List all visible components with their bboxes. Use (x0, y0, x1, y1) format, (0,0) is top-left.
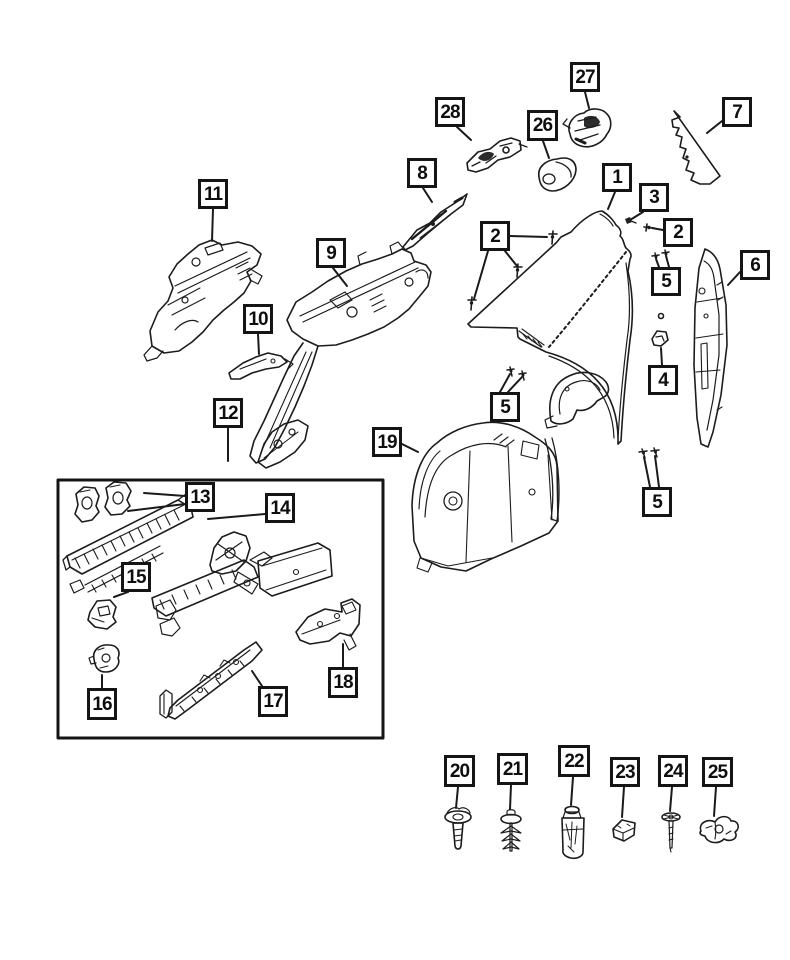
callout-box-2-right: 2 (663, 218, 693, 247)
part-10-bracket-drawing (228, 352, 294, 380)
leader-line-10 (257, 333, 260, 355)
part-6-reinforcement-drawing (693, 248, 728, 448)
leader-line-20 (455, 786, 459, 809)
leader-line-26 (542, 140, 550, 159)
callout-box-24: 24 (658, 755, 688, 787)
callout-box-12: 12 (213, 398, 243, 428)
callout-box-6: 6 (740, 250, 770, 280)
leader-line-24 (669, 786, 673, 812)
leader-line-2-left (504, 250, 518, 267)
callout-box-7: 7 (722, 97, 752, 127)
part-5-screws-drawing (506, 249, 670, 459)
leader-line-2-left (509, 235, 548, 238)
part-8-reinforcement-drawing (402, 193, 468, 251)
leader-line-4 (660, 347, 663, 366)
callout-box-20: 20 (444, 755, 475, 787)
leader-line-6 (727, 271, 741, 286)
callout-box-22: 22 (558, 745, 590, 777)
part-17-rail-drawing (159, 641, 263, 720)
part-7-shield-drawing (671, 110, 721, 185)
callout-box-9: 9 (316, 238, 346, 268)
part-16-mount-drawing (88, 644, 120, 673)
part-19-wheelhouse-liner-drawing (411, 421, 560, 573)
fastener-24-drawing (661, 812, 681, 853)
callout-box-10: 10 (243, 304, 273, 334)
callout-box-23: 23 (610, 757, 640, 787)
leader-line-2-left (473, 250, 489, 300)
part-14-rail-assembly-drawing (151, 531, 333, 637)
leader-line-5-lower (643, 456, 651, 488)
leader-line-23 (621, 786, 625, 818)
fastener-23-drawing (612, 819, 636, 842)
part-1-fender-drawing (467, 210, 634, 445)
arch-duct-bracket-drawing (544, 371, 610, 429)
part-18-bracket-drawing (295, 598, 361, 651)
callout-box-5-lower: 5 (642, 487, 672, 517)
leader-line-8 (422, 187, 433, 203)
leader-line-14 (207, 513, 266, 520)
leader-line-5-left (507, 376, 523, 393)
part-27-bracket-drawing (562, 108, 612, 148)
callout-box-17: 17 (258, 686, 288, 717)
part-15-bracket-drawing (87, 599, 117, 630)
leader-line-1 (607, 191, 616, 210)
leader-line-9 (332, 267, 348, 287)
leader-line-5-lower (654, 455, 660, 488)
fastener-25-drawing (699, 815, 740, 844)
callout-box-2-left: 2 (480, 221, 510, 251)
fastener-21-drawing (500, 809, 522, 852)
part-2-screws-drawing (467, 223, 655, 311)
part-13-brackets-drawing (74, 481, 132, 523)
part-12-extension-drawing (257, 419, 309, 469)
callout-box-18: 18 (328, 667, 358, 698)
leader-line-28 (456, 126, 472, 141)
leader-line-22 (570, 776, 574, 806)
callout-box-4: 4 (648, 365, 678, 395)
callout-box-21: 21 (497, 753, 528, 785)
callout-box-15: 15 (121, 562, 151, 592)
leader-line-11 (211, 208, 214, 242)
leader-line-17 (251, 670, 263, 687)
leader-line-25 (713, 786, 717, 817)
callout-box-14: 14 (265, 493, 295, 523)
leader-line-21 (509, 784, 512, 810)
part-26-patch-drawing (537, 157, 577, 192)
callout-box-1: 1 (602, 163, 632, 192)
callout-box-19: 19 (372, 427, 402, 457)
leader-line-13 (143, 492, 186, 497)
callout-box-11: 11 (198, 179, 228, 209)
callout-box-13: 13 (185, 482, 215, 512)
callout-box-8: 8 (407, 158, 437, 188)
leader-line-19 (401, 443, 419, 453)
leader-line-13 (127, 503, 186, 512)
leader-line-27 (584, 91, 590, 109)
part-11-support-assembly-drawing (143, 239, 263, 362)
callout-box-5-left: 5 (490, 392, 520, 422)
part-4-nut-drawing (651, 312, 669, 347)
fastener-22-drawing (561, 805, 585, 860)
callout-box-5-upper: 5 (651, 267, 681, 296)
callout-box-16: 16 (87, 688, 117, 720)
leader-line-7 (706, 120, 723, 134)
callout-box-26: 26 (527, 110, 558, 141)
part-28-bracket-drawing (466, 137, 528, 173)
leader-lines (101, 91, 741, 818)
part-9-apron-assembly-drawing (249, 241, 432, 464)
leader-line-15 (113, 591, 129, 598)
callout-box-28: 28 (435, 97, 465, 127)
part-3-clip-drawing (625, 217, 637, 224)
leader-line-3 (629, 211, 644, 221)
fastener-20-drawing (444, 807, 472, 850)
inset-frame (56, 478, 385, 740)
callout-box-3: 3 (639, 183, 669, 212)
leader-line-5-left (499, 373, 511, 393)
callout-box-25: 25 (702, 757, 733, 787)
callout-box-27: 27 (570, 62, 600, 92)
